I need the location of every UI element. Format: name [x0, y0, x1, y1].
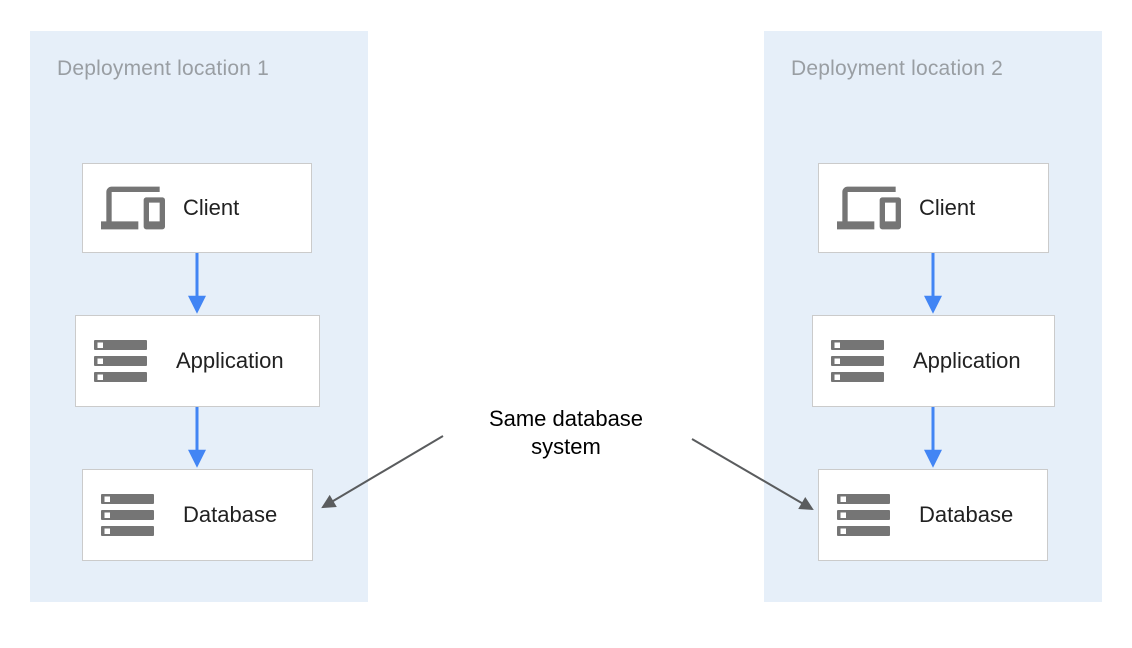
panel-title: Deployment location 2	[791, 57, 1003, 80]
server-stack-icon	[101, 494, 175, 536]
server-stack-icon	[94, 340, 168, 382]
application-node-2: Application	[812, 315, 1055, 407]
devices-icon	[101, 176, 175, 240]
devices-icon	[837, 176, 911, 240]
node-label: Database	[919, 502, 1014, 527]
panel-title: Deployment location 1	[57, 57, 269, 80]
application-node-1: Application	[75, 315, 320, 407]
node-label: Application	[176, 348, 284, 373]
database-node-2: Database	[818, 469, 1048, 561]
node-label: Client	[919, 195, 976, 220]
client-node-2: Client	[818, 163, 1049, 253]
database-node-1: Database	[82, 469, 313, 561]
server-stack-icon	[837, 494, 911, 536]
client-node-1: Client	[82, 163, 312, 253]
node-label: Client	[183, 195, 240, 220]
server-stack-icon	[831, 340, 905, 382]
node-label: Database	[183, 502, 278, 527]
annotation-same-database-system: Same database system	[488, 406, 644, 459]
node-label: Application	[913, 348, 1021, 373]
